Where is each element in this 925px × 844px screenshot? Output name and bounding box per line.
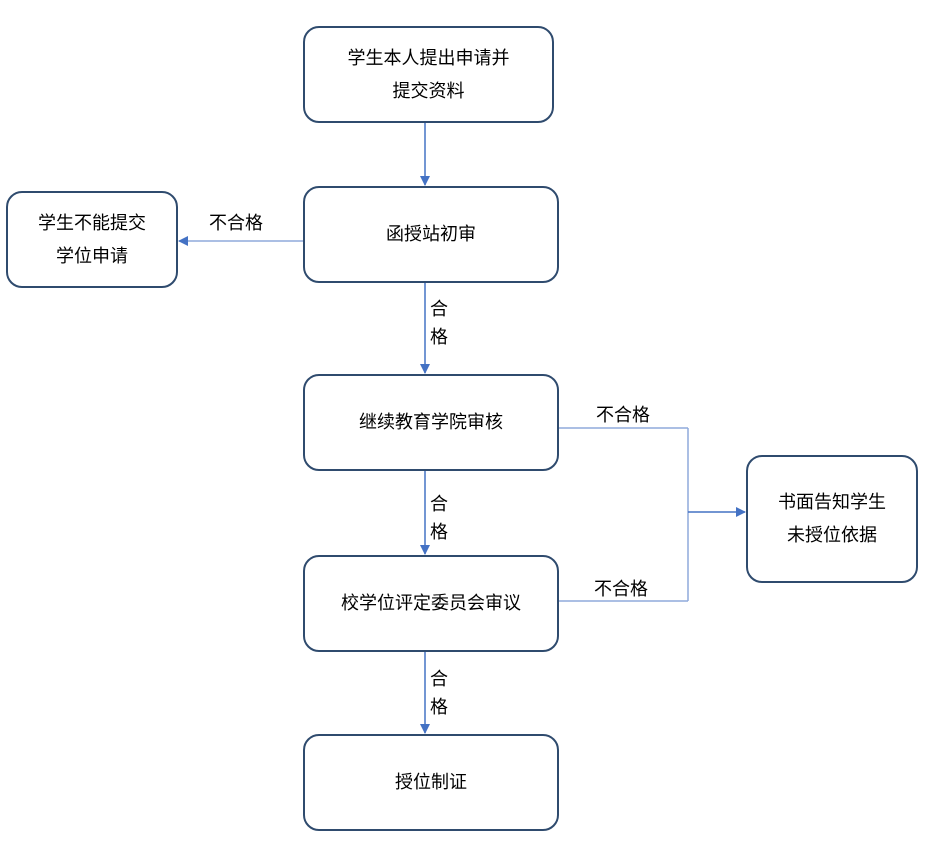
node-station-review: 函授站初审	[303, 186, 559, 283]
edge-label-station-fail: 不合格	[209, 213, 263, 234]
node-notify-line-2: 未授位依据	[787, 525, 877, 546]
edge-label-committee-fail: 不合格	[594, 579, 648, 600]
edge-label-station-pass: 合格	[427, 299, 448, 355]
edge-label-college-pass: 合格	[427, 494, 448, 550]
node-committee-review-label: 校学位评定委员会审议	[341, 593, 521, 614]
node-station-review-label: 函授站初审	[386, 224, 476, 245]
node-apply-line-2: 提交资料	[392, 80, 465, 102]
edge-label-college-fail: 不合格	[596, 405, 650, 426]
node-apply: 学生本人提出申请并 提交资料	[303, 26, 554, 123]
node-committee-review: 校学位评定委员会审议	[303, 555, 559, 652]
node-notify: 书面告知学生 未授位依据	[746, 455, 918, 583]
edge-label-committee-pass: 合格	[427, 669, 448, 725]
node-notify-line-1: 书面告知学生	[778, 492, 886, 513]
node-college-review: 继续教育学院审核	[303, 374, 559, 471]
node-apply-line-1: 学生本人提出申请并	[347, 47, 510, 69]
node-cannot-apply: 学生不能提交 学位申请	[6, 191, 178, 288]
node-cannot-apply-line-2: 学位申请	[56, 245, 128, 267]
node-award-label: 授位制证	[395, 772, 467, 793]
node-college-review-label: 继续教育学院审核	[359, 412, 503, 433]
node-award: 授位制证	[303, 734, 559, 831]
node-cannot-apply-line-1: 学生不能提交	[38, 212, 146, 234]
